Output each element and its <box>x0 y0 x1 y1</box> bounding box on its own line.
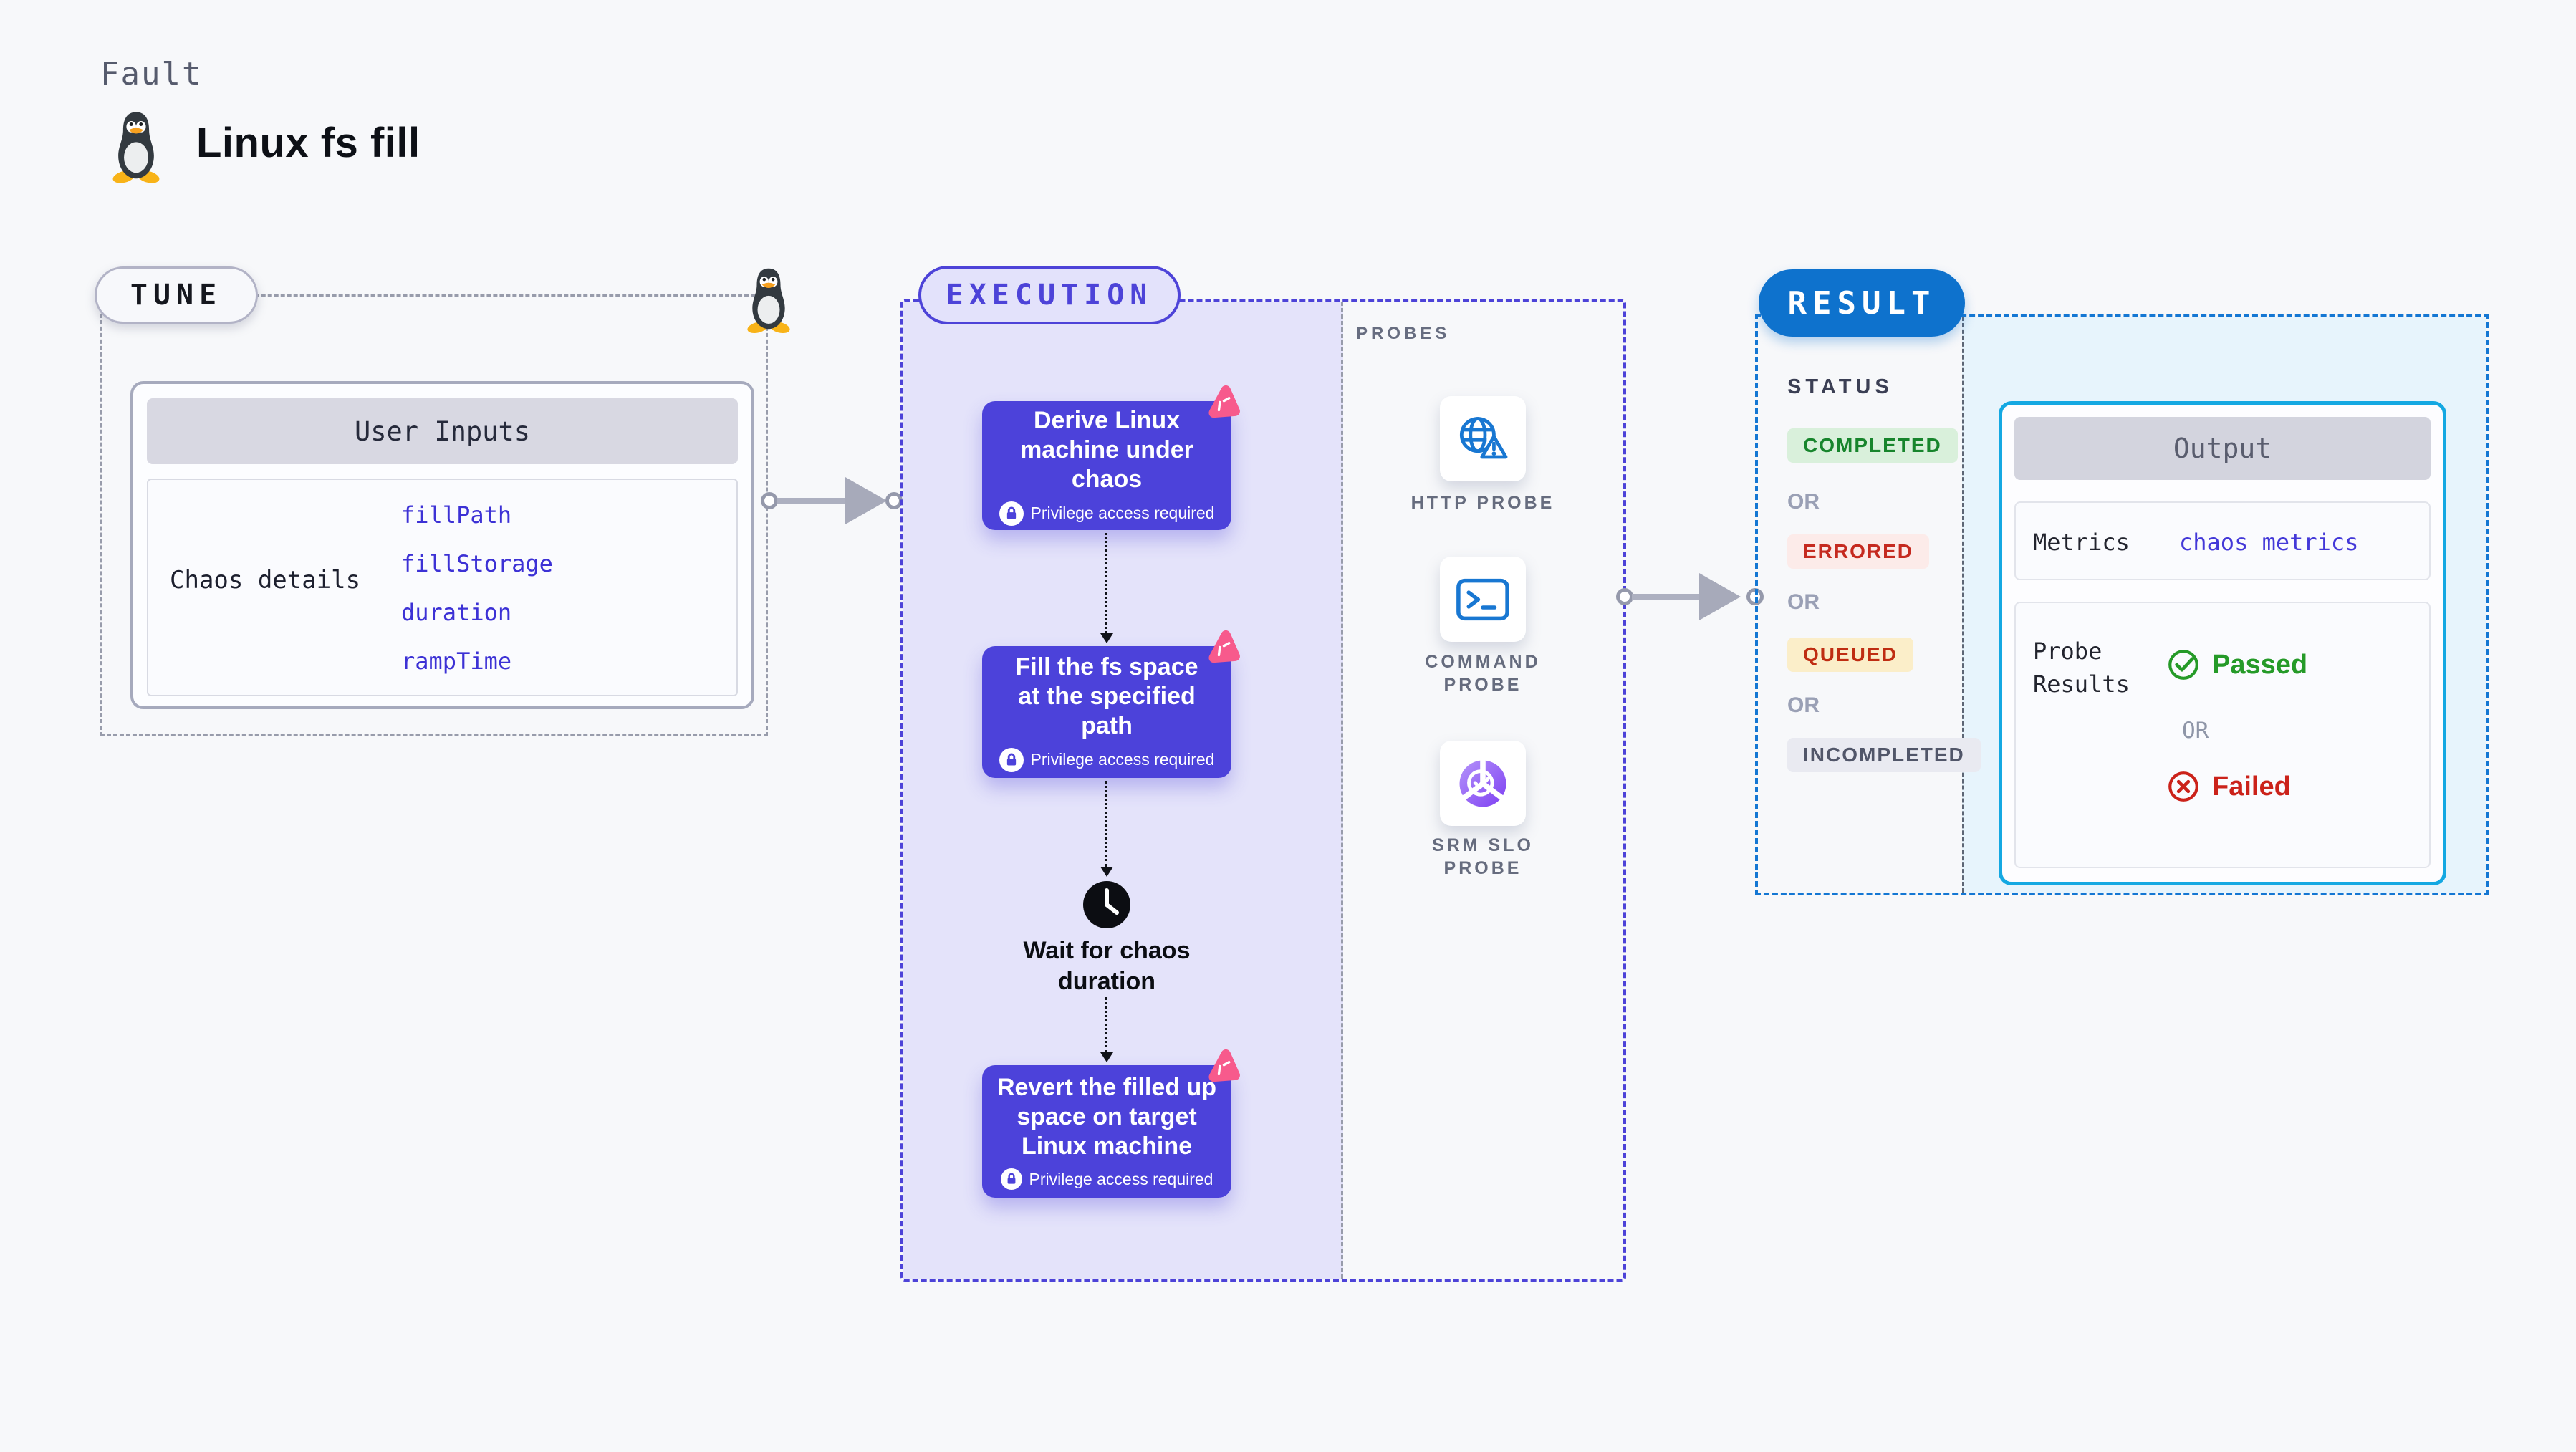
step-text: Revert the filled up space on target Lin… <box>996 1074 1217 1160</box>
connector-dot <box>1616 588 1633 605</box>
lock-icon <box>1000 1168 1022 1190</box>
privilege-note-text: Privilege access required <box>1030 750 1215 769</box>
terminal-icon <box>1456 578 1509 620</box>
probe-label-srm-slo: SRM SLO PROBE <box>1432 835 1534 878</box>
connector-dot <box>761 492 778 509</box>
or-label: OR <box>1787 590 1820 614</box>
chaos-details-label: Chaos details <box>170 566 361 595</box>
step-fill-fs-space: Fill the fs space at the specified path … <box>982 630 1240 778</box>
result-badge: RESULT <box>1759 269 1965 337</box>
probe-label-http: HTTP PROBE <box>1410 493 1555 513</box>
clock-icon <box>1083 881 1130 928</box>
privilege-note: Privilege access required <box>1000 1168 1213 1190</box>
step-text: Fill the fs space at the specified path <box>1015 653 1198 739</box>
probe-card-srm-slo <box>1440 741 1526 826</box>
param-fillpath: fillPath <box>401 501 512 529</box>
status-badge-completed: COMPLETED <box>1787 428 1958 463</box>
param-duration: duration <box>401 599 512 626</box>
step-connector <box>1105 781 1107 867</box>
step-connector <box>1105 997 1107 1053</box>
probes-title: PROBES <box>1356 324 1451 343</box>
privilege-note: Privilege access required <box>999 501 1215 526</box>
x-circle-icon <box>2168 771 2198 802</box>
output-header: Output <box>2014 417 2431 480</box>
metrics-label: Metrics <box>2033 529 2130 556</box>
status-badge-queued: QUEUED <box>1787 638 1913 672</box>
tune-zone <box>100 294 768 736</box>
privilege-note: Privilege access required <box>999 747 1215 772</box>
lock-icon <box>999 747 1024 772</box>
check-circle-icon <box>2168 650 2198 680</box>
step-connector <box>1105 533 1107 633</box>
or-label: OR <box>1787 490 1820 514</box>
step-text: Derive Linux machine under chaos <box>1020 406 1193 493</box>
arrow-down-icon <box>1100 867 1113 877</box>
privilege-note-text: Privilege access required <box>1030 504 1215 522</box>
linux-tux-icon <box>112 112 160 183</box>
chaos-logo-icon <box>1208 630 1240 663</box>
metrics-row: Metrics chaos metrics <box>2014 501 2431 580</box>
failed-verdict: Failed <box>2166 769 2291 804</box>
chaos-details-row <box>147 479 738 696</box>
step-derive-machine: Derive Linux machine under chaos Privile… <box>982 385 1240 530</box>
param-fillstorage: fillStorage <box>401 550 553 577</box>
chaos-logo-icon <box>1208 1049 1240 1082</box>
linux-tux-icon <box>747 268 790 334</box>
page-title: Linux fs fill <box>196 120 420 166</box>
passed-verdict: Passed <box>2166 648 2307 682</box>
step-revert-space: Revert the filled up space on target Lin… <box>982 1049 1240 1198</box>
param-ramptime: rampTime <box>401 648 512 675</box>
chaos-logo-icon <box>1208 385 1240 418</box>
metrics-value: chaos metrics <box>2179 529 2359 556</box>
page-kicker: Fault <box>100 56 203 92</box>
probe-label-command: COMMAND PROBE <box>1425 652 1541 695</box>
arrow-down-icon <box>1100 633 1113 643</box>
or-label: OR <box>2182 718 2209 744</box>
status-title: STATUS <box>1787 375 1893 398</box>
arrow-down-icon <box>1100 1052 1113 1062</box>
or-label: OR <box>1787 693 1820 717</box>
arrow-head-icon <box>845 477 887 524</box>
probe-results-label: Probe Results <box>2033 638 2130 698</box>
arrow-head-icon <box>1699 573 1741 620</box>
user-inputs-header: User Inputs <box>147 398 738 464</box>
passed-label: Passed <box>2212 649 2308 680</box>
tune-badge: TUNE <box>95 266 258 324</box>
privilege-note-text: Privilege access required <box>1029 1169 1213 1188</box>
slo-donut-icon <box>1459 758 1506 807</box>
failed-label: Failed <box>2212 771 2291 802</box>
lock-icon <box>999 501 1024 526</box>
globe-warning-icon <box>1459 416 1508 458</box>
wait-step-label: Wait for chaos duration <box>1023 937 1191 995</box>
probe-card-command <box>1440 557 1526 642</box>
execution-badge: EXECUTION <box>918 266 1181 324</box>
probe-results-row: Probe Results Passed OR Failed <box>2014 602 2431 868</box>
status-badge-errored: ERRORED <box>1787 534 1930 569</box>
status-badge-incompleted: INCOMPLETED <box>1787 738 1981 772</box>
probe-card-http <box>1440 396 1526 481</box>
